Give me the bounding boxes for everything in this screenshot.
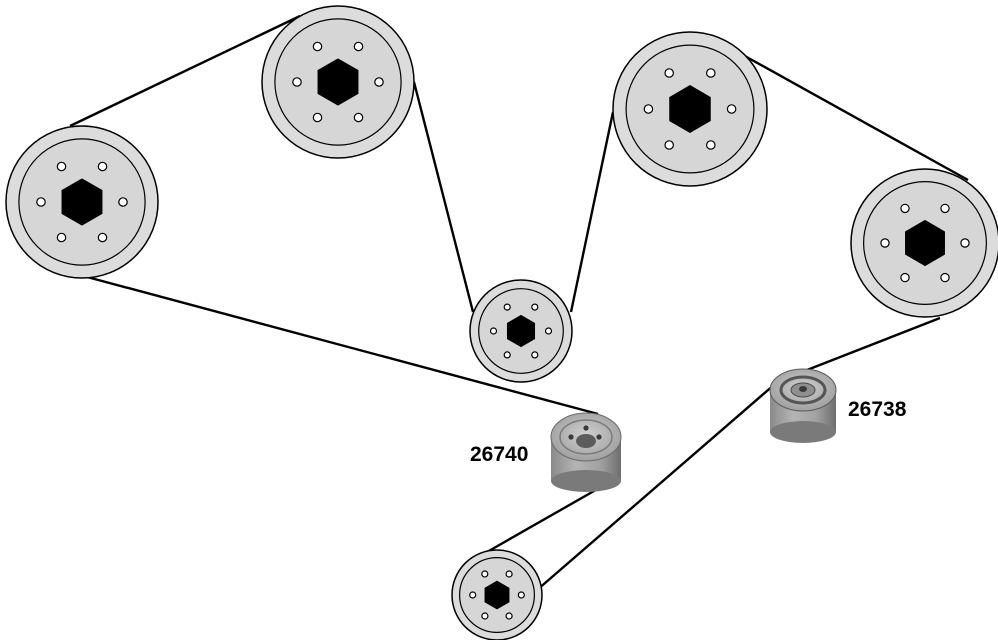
bolt-hole	[292, 77, 302, 87]
pulley-left	[5, 125, 159, 279]
belt-segment	[75, 272, 599, 416]
bolt-hole	[900, 203, 910, 214]
bolt-hole	[374, 77, 384, 87]
bolt-hole	[531, 351, 539, 359]
tensioner-group	[550, 368, 837, 492]
bolt-hole	[97, 232, 108, 243]
pulley-group	[5, 5, 998, 640]
bolt-hole	[481, 570, 489, 578]
hex-hub-icon	[905, 219, 945, 267]
timing-belt	[69, 14, 969, 591]
belt-segment	[479, 481, 609, 558]
part-label-26738: 26738	[848, 398, 907, 421]
bolt-hole	[312, 41, 323, 52]
bolt-hole	[469, 591, 477, 599]
tensioner-roller-icon	[550, 412, 622, 492]
belt-segment	[733, 48, 969, 182]
bolt-hole	[489, 327, 498, 335]
bolt-hole	[531, 303, 539, 311]
bolt-hole	[643, 104, 654, 114]
pulley-top-right	[612, 31, 768, 187]
bolt-hole	[664, 68, 674, 78]
hex-hub-icon	[484, 580, 510, 610]
belt-segment	[412, 81, 475, 313]
bolt-hole	[664, 140, 674, 150]
bolt-hole	[940, 203, 950, 214]
hex-hub-icon	[61, 178, 103, 226]
bolt-hole	[36, 197, 46, 207]
bolt-hole	[544, 327, 553, 335]
bolt-hole	[503, 303, 511, 311]
bolt-hole	[353, 112, 364, 123]
bolt-hole	[97, 161, 108, 172]
bolt-hole	[353, 41, 364, 52]
bolt-hole	[503, 351, 511, 359]
pulley-center-small	[469, 279, 573, 383]
pulley-right	[850, 168, 998, 318]
pulley-top-left	[261, 5, 415, 159]
bolt-hole	[880, 238, 890, 248]
bolt-hole	[517, 591, 525, 599]
hex-hub-icon	[506, 314, 536, 348]
bolt-hole	[505, 570, 513, 578]
bolt-hole	[705, 68, 716, 78]
bolt-hole	[900, 272, 910, 283]
tensioner-roller-icon	[769, 368, 837, 443]
bolt-hole	[118, 197, 128, 207]
bolt-hole	[705, 140, 716, 150]
hex-hub-icon	[669, 85, 711, 133]
belt-segment	[569, 111, 615, 313]
belt-segment	[806, 316, 941, 372]
bolt-hole	[56, 161, 67, 172]
belt-segment	[69, 14, 301, 128]
bolt-hole	[726, 104, 737, 114]
part-label-26740: 26740	[470, 443, 528, 466]
bolt-hole	[312, 112, 323, 123]
bolt-hole	[56, 232, 67, 243]
bolt-hole	[960, 238, 970, 248]
bolt-hole	[505, 612, 513, 620]
bolt-hole	[481, 612, 489, 620]
pulley-bottom-small	[451, 549, 543, 640]
bolt-hole	[940, 272, 950, 283]
hex-hub-icon	[317, 58, 359, 106]
belt-segment	[536, 383, 776, 591]
